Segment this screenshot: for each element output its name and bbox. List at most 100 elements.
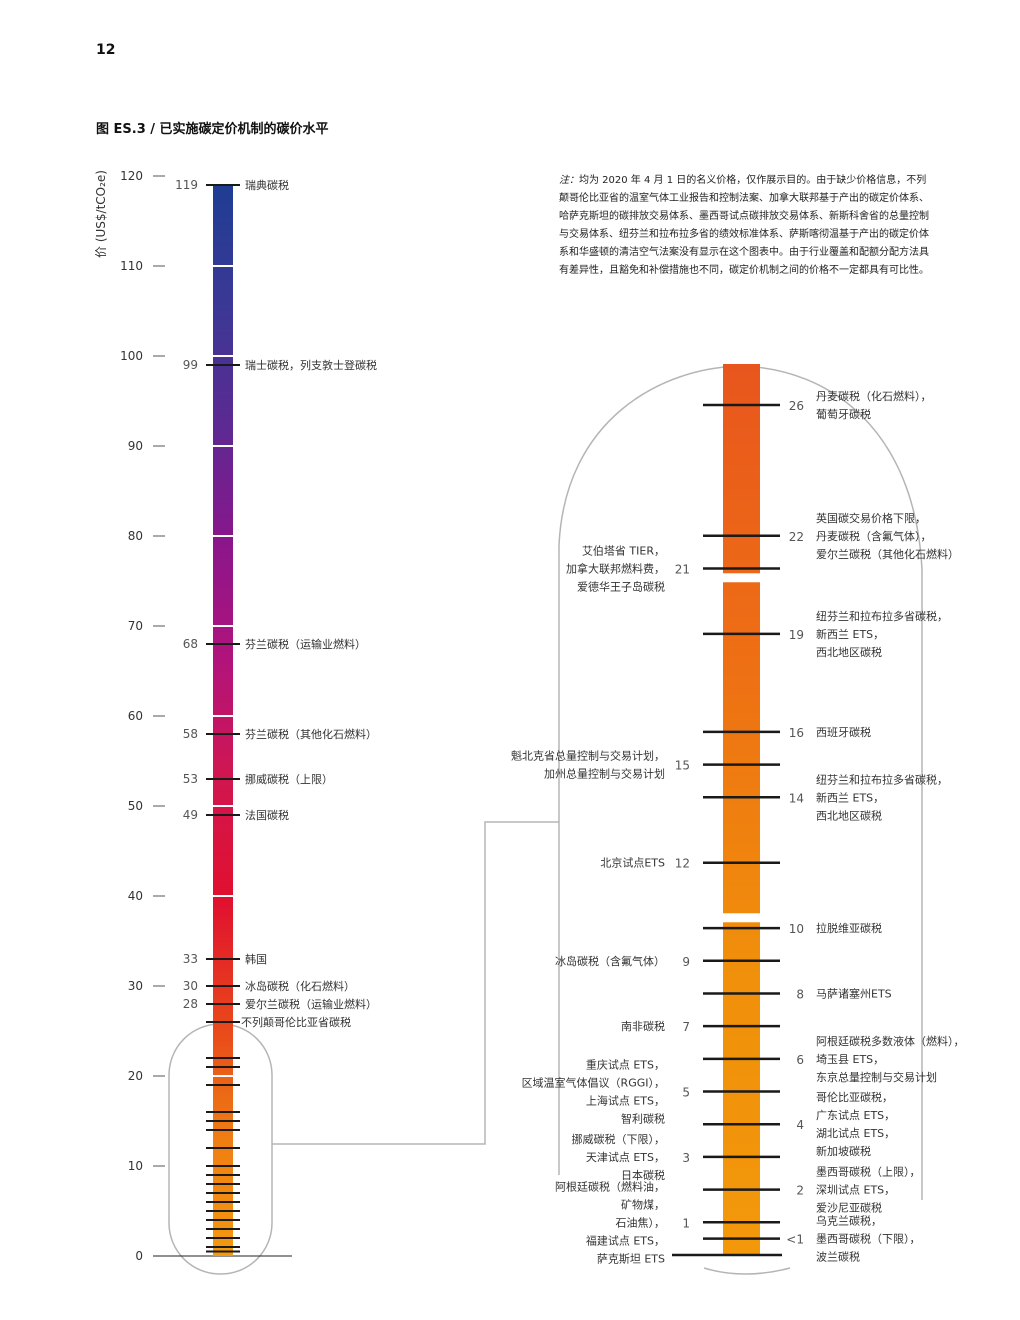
price-label: 不列颠哥伦比亚省碳税	[241, 1015, 351, 1029]
zoom-price-label: 乌克兰碳税， 墨西哥碳税（下限）， 波兰碳税	[816, 1214, 921, 1264]
zoom-bar-gap	[722, 913, 761, 923]
zoom-label-line: 马萨诸塞州ETS	[816, 986, 892, 1000]
zoom-label-line: 加州总量控制与交易计划	[544, 767, 665, 781]
zoom-price-value: 19	[789, 628, 804, 642]
price-value: 49	[183, 808, 198, 822]
zoom-price-label: 阿根廷碳税（燃料油，矿物煤，石油焦），福建试点 ETS，萨克斯坦 ETS	[555, 1179, 665, 1265]
zoom-label-line: 哥伦比亚碳税，	[816, 1090, 893, 1104]
y-tick-label: 40	[128, 889, 143, 903]
price-value: 30	[183, 979, 198, 993]
zoom-label-line: 西北地区碳税	[816, 808, 882, 822]
zoom-label-line: 纽芬兰和拉布拉多省碳税，	[816, 609, 948, 623]
zoom-price-value: 16	[789, 726, 804, 740]
zoom-price-label: 魁北克省总量控制与交易计划， 加州总量控制与交易计划	[511, 749, 665, 781]
zoom-price-label: 挪威碳税（下限），天津试点 ETS，日本碳税	[572, 1132, 666, 1182]
y-tick-label: 70	[128, 619, 143, 633]
zoom-price-label: 纽芬兰和拉布拉多省碳税，新西兰 ETS，西北地区碳税	[816, 772, 948, 822]
price-value: 99	[183, 358, 198, 372]
price-value: 28	[183, 997, 198, 1011]
zoom-price-label: 南非碳税	[621, 1019, 665, 1033]
zoom-price-label: 艾伯塔省 TIER， 加拿大联邦燃料费， 爱德华王子岛碳税	[566, 543, 665, 593]
zoom-price-label: 西班牙碳税	[816, 725, 871, 739]
zoom-label-line: 乌克兰碳税，	[816, 1214, 882, 1228]
y-tick-label: 90	[128, 439, 143, 453]
zoom-label-line: 拉脱维亚碳税	[816, 921, 882, 935]
y-tick-label: 50	[128, 799, 143, 813]
zoom-label-line: 石油焦），	[616, 1215, 666, 1229]
price-label: 韩国	[245, 952, 267, 966]
zoom-label-line: 艾伯塔省 TIER，	[582, 543, 665, 557]
zoom-price-label: 冰岛碳税（含氟气体）	[555, 954, 665, 968]
y-tick-label: 60	[128, 709, 143, 723]
zoom-label-line: 墨西哥碳税（下限），	[816, 1232, 921, 1246]
note-lead: 注：	[559, 175, 579, 186]
price-value: 68	[183, 637, 198, 651]
zoom-price-value: 6	[796, 1053, 804, 1067]
zoom-price-value: 26	[789, 399, 804, 413]
zoom-label-line: 加拿大联邦燃料费，	[566, 561, 665, 575]
y-axis-label: 价 (US$/tCO₂e)	[94, 170, 108, 258]
note-text: 均为 2020 年 4 月 1 日的名义价格，仅作展示目的。由于缺少价格信息，不…	[559, 175, 929, 276]
zoom-price-value: 3	[682, 1151, 690, 1165]
y-tick-label: 120	[120, 169, 143, 183]
zoom-label-line: 西班牙碳税	[816, 725, 871, 739]
zoom-label-line: 墨西哥碳税（上限），	[816, 1165, 921, 1179]
zoom-price-value: 15	[675, 759, 690, 773]
zoom-price-label: 丹麦碳税（化石燃料），葡萄牙碳税	[816, 389, 932, 421]
zoom-label-line: 矿物煤，	[621, 1197, 665, 1211]
price-value: 119	[175, 178, 198, 192]
zoom-label-line: 丹麦碳税（化石燃料），	[816, 389, 932, 403]
zoom-label-line: 英国碳交易价格下限，	[816, 511, 926, 525]
zoom-label-line: 阿根廷碳税（燃料油，	[555, 1179, 665, 1193]
price-value: 53	[183, 772, 198, 786]
zoom-price-value: <1	[786, 1233, 804, 1247]
zoom-price-value: 1	[682, 1216, 690, 1230]
y-tick-label: 0	[135, 1249, 143, 1263]
price-label: 瑞典碳税	[245, 178, 289, 192]
main-bar-fill	[213, 185, 233, 1256]
zoom-price-value: 5	[682, 1086, 690, 1100]
zoom-label-line: 爱德华王子岛碳税	[577, 579, 665, 593]
zoom-price-bar	[722, 364, 761, 1255]
price-label: 挪威碳税（上限）	[245, 772, 333, 786]
zoom-price-value: 10	[789, 922, 804, 936]
zoom-price-marks: 26丹麦碳税（化石燃料），葡萄牙碳税22英国碳交易价格下限，丹麦碳税（含氟气体）…	[511, 389, 965, 1265]
zoom-price-value: 8	[796, 987, 804, 1001]
zoom-price-value: 22	[789, 530, 804, 544]
zoom-connector-line	[272, 821, 559, 1145]
zoom-price-value: 12	[675, 857, 690, 871]
zoom-label-line: 福建试点 ETS，	[586, 1233, 665, 1247]
zoom-label-line: 爱沙尼亚碳税	[816, 1201, 882, 1215]
zoom-label-line: 波兰碳税	[816, 1250, 860, 1264]
zoom-label-line: 天津试点 ETS，	[586, 1151, 665, 1164]
zoom-price-label: 拉脱维亚碳税	[816, 921, 882, 935]
zoom-label-line: 西北地区碳税	[816, 645, 882, 659]
y-tick-label: 110	[120, 259, 143, 273]
zoom-outline-bottom	[703, 1267, 791, 1275]
zoom-label-line: 纽芬兰和拉布拉多省碳税，	[816, 772, 948, 786]
price-label: 芬兰碳税（运输业燃料）	[245, 637, 366, 651]
zoom-label-line: 区域温室气体倡议（RGGI），	[522, 1076, 665, 1090]
zoom-price-value: 7	[682, 1020, 690, 1034]
zoom-label-line: 爱尔兰碳税（其他化石燃料）	[816, 547, 959, 561]
y-tick-label: 80	[128, 529, 143, 543]
zoom-label-line: 新加坡碳税	[816, 1144, 871, 1158]
price-label: 瑞士碳税，列支敦士登碳税	[245, 358, 377, 372]
zoom-label-line: 日本碳税	[621, 1168, 665, 1182]
zoom-price-value: 2	[796, 1184, 804, 1198]
zoom-label-line: 埼玉县 ETS，	[816, 1052, 884, 1066]
zoom-price-label: 英国碳交易价格下限，丹麦碳税（含氟气体），爱尔兰碳税（其他化石燃料）	[816, 511, 959, 561]
y-tick-label: 100	[120, 349, 143, 363]
zoom-price-label: 哥伦比亚碳税，广东试点 ETS，湖北试点 ETS，新加坡碳税	[816, 1090, 895, 1158]
zoom-label-line: 东京总量控制与交易计划	[816, 1070, 937, 1084]
zoom-price-label: 马萨诸塞州ETS	[816, 986, 892, 1000]
zoom-label-line: 广东试点 ETS，	[816, 1109, 895, 1122]
zoom-label-line: 新西兰 ETS，	[816, 627, 884, 641]
zoom-label-line: 深圳试点 ETS，	[816, 1184, 895, 1197]
zoom-label-line: 北京试点ETS	[600, 856, 665, 870]
y-tick-label: 30	[128, 979, 143, 993]
zoom-price-label: 北京试点ETS	[600, 856, 665, 870]
main-price-bar	[212, 185, 234, 1256]
zoom-label-line: 魁北克省总量控制与交易计划，	[511, 749, 665, 763]
price-label: 法国碳税	[245, 808, 289, 822]
